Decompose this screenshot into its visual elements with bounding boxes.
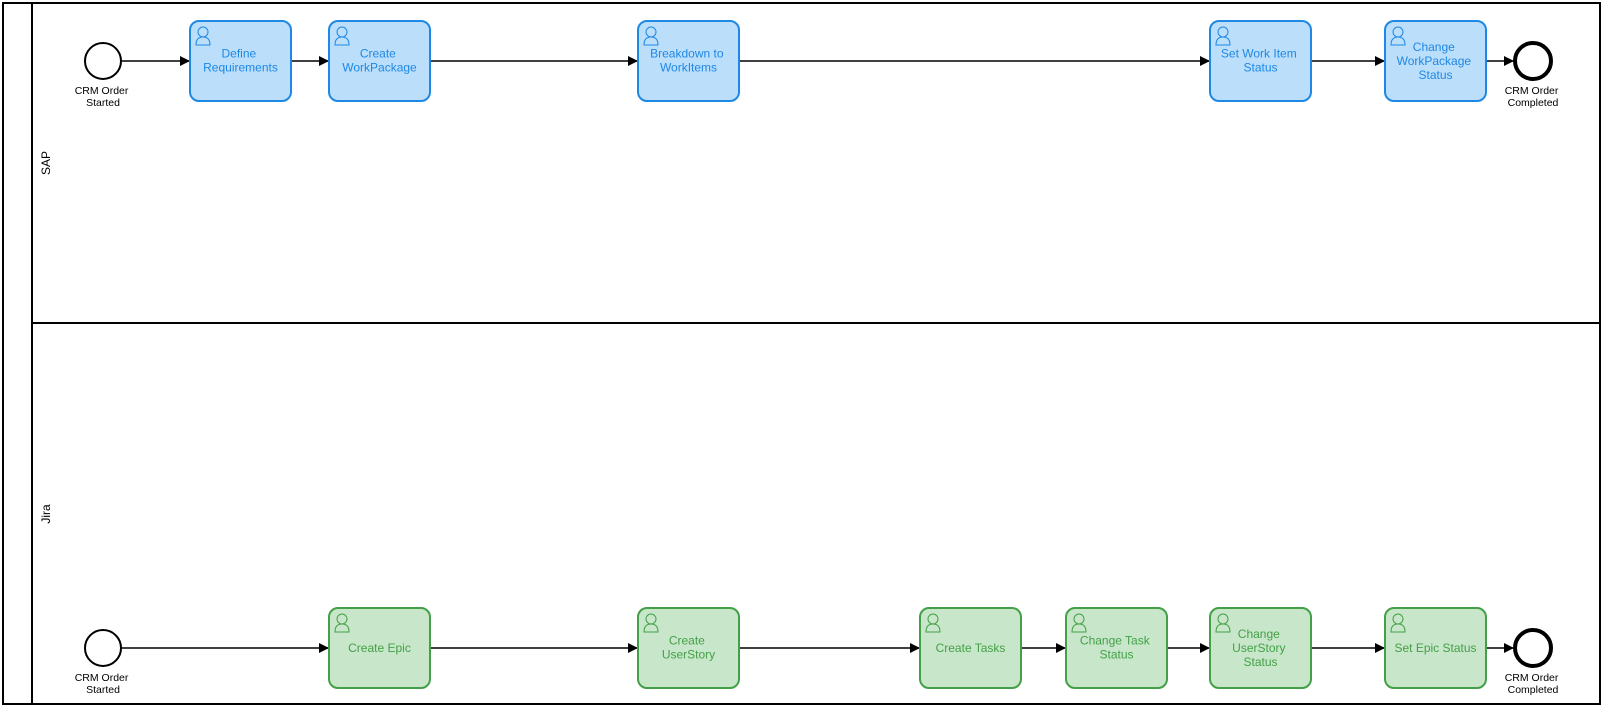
task-label: Create Tasks [936, 641, 1006, 655]
jira-end-event[interactable]: CRM Order Completed [1505, 628, 1562, 696]
user-icon [643, 613, 659, 633]
label-line: CRM Order [1505, 672, 1559, 684]
task-box[interactable] [919, 607, 1022, 689]
jira-task-create-userstory[interactable]: Create UserStory [637, 607, 740, 689]
sap-end-event[interactable]: CRM Order Completed [1505, 41, 1562, 109]
jira-task-create-epic[interactable]: Create Epic [328, 607, 431, 689]
label-line: Create Tasks [936, 641, 1006, 655]
user-icon [195, 26, 211, 46]
task-label: Create Epic [348, 641, 411, 655]
label-line: CRM Order [75, 672, 129, 684]
label-line: Completed [1508, 684, 1559, 696]
user-icon [1215, 26, 1231, 46]
label-line: Status [1099, 648, 1133, 662]
start-event-label: CRM Order Started [75, 672, 132, 696]
lane-jira-title: Jira [39, 504, 53, 524]
label-line: Status [1418, 68, 1452, 82]
task-box[interactable] [328, 607, 431, 689]
label-line: Started [86, 684, 120, 696]
label-line: Define [221, 47, 256, 61]
user-icon [643, 26, 659, 46]
label-line: Create Epic [348, 641, 411, 655]
task-box[interactable] [328, 20, 431, 102]
task-label: Change WorkPackage Status [1397, 40, 1475, 82]
task-label: Change Task Status [1080, 634, 1153, 662]
label-line: Create [669, 634, 705, 648]
label-line: WorkPackage [342, 61, 417, 75]
lane-jira-frame [31, 322, 1601, 705]
sap-task-define-requirements[interactable]: Define Requirements [189, 20, 292, 102]
task-box[interactable] [189, 20, 292, 102]
task-label: Set Work Item Status [1221, 47, 1300, 75]
label-line: Started [86, 97, 120, 109]
user-icon [1215, 613, 1231, 633]
end-event-circle[interactable] [1513, 628, 1553, 668]
sap-task-change-workpackage-status[interactable]: Change WorkPackage Status [1384, 20, 1487, 102]
end-event-label: CRM Order Completed [1505, 85, 1562, 109]
sap-task-breakdown-to-workitems[interactable]: Breakdown to WorkItems [637, 20, 740, 102]
jira-start-event[interactable]: CRM Order Started [75, 629, 132, 696]
label-line: Status [1243, 655, 1277, 669]
task-label: Change UserStory Status [1232, 627, 1289, 669]
label-line: UserStory [662, 648, 715, 662]
jira-task-create-tasks[interactable]: Create Tasks [919, 607, 1022, 689]
label-line: Set Epic Status [1394, 641, 1476, 655]
label-line: Requirements [203, 61, 278, 75]
label-line: Completed [1508, 97, 1559, 109]
jira-task-change-userstory-status[interactable]: Change UserStory Status [1209, 607, 1312, 689]
label-line: UserStory [1232, 641, 1285, 655]
label-line: Breakdown to [650, 47, 724, 61]
label-line: Change [1238, 627, 1280, 641]
start-event-circle[interactable] [84, 629, 122, 667]
end-event-circle[interactable] [1513, 41, 1553, 81]
jira-task-change-task-status[interactable]: Change Task Status [1065, 607, 1168, 689]
task-box[interactable] [1384, 607, 1487, 689]
label-line: CRM Order [1505, 85, 1559, 97]
task-box[interactable] [637, 607, 740, 689]
sap-start-event[interactable]: CRM Order Started [75, 42, 132, 109]
lane-jira: Jira [31, 322, 1601, 705]
label-line: Change Task [1080, 634, 1151, 648]
task-box[interactable] [1065, 607, 1168, 689]
user-icon [1390, 26, 1406, 46]
label-line: Status [1243, 61, 1277, 75]
sap-task-set-work-item-status[interactable]: Set Work Item Status [1209, 20, 1312, 102]
task-label: Create WorkPackage [342, 47, 417, 75]
start-event-circle[interactable] [84, 42, 122, 80]
task-box[interactable] [637, 20, 740, 102]
sap-task-create-workpackage[interactable]: Create WorkPackage [328, 20, 431, 102]
start-event-label: CRM Order Started [75, 85, 132, 109]
lane-sap-title: SAP [39, 151, 53, 175]
task-label: Set Epic Status [1394, 641, 1476, 655]
task-label: Create UserStory [662, 634, 715, 662]
task-label: Define Requirements [203, 47, 278, 75]
user-icon [1071, 613, 1087, 633]
task-box[interactable] [1384, 20, 1487, 102]
user-icon [334, 26, 350, 46]
task-box[interactable] [1209, 20, 1312, 102]
user-icon [334, 613, 350, 633]
label-line: Create [360, 47, 396, 61]
jira-task-set-epic-status[interactable]: Set Epic Status [1384, 607, 1487, 689]
task-box[interactable] [1209, 607, 1312, 689]
end-event-label: CRM Order Completed [1505, 672, 1562, 696]
label-line: WorkPackage [1397, 54, 1472, 68]
label-line: WorkItems [660, 61, 717, 75]
task-label: Breakdown to WorkItems [650, 47, 727, 75]
user-icon [925, 613, 941, 633]
label-line: Set Work Item [1221, 47, 1297, 61]
user-icon [1390, 613, 1406, 633]
label-line: CRM Order [75, 85, 129, 97]
label-line: Change [1413, 40, 1455, 54]
